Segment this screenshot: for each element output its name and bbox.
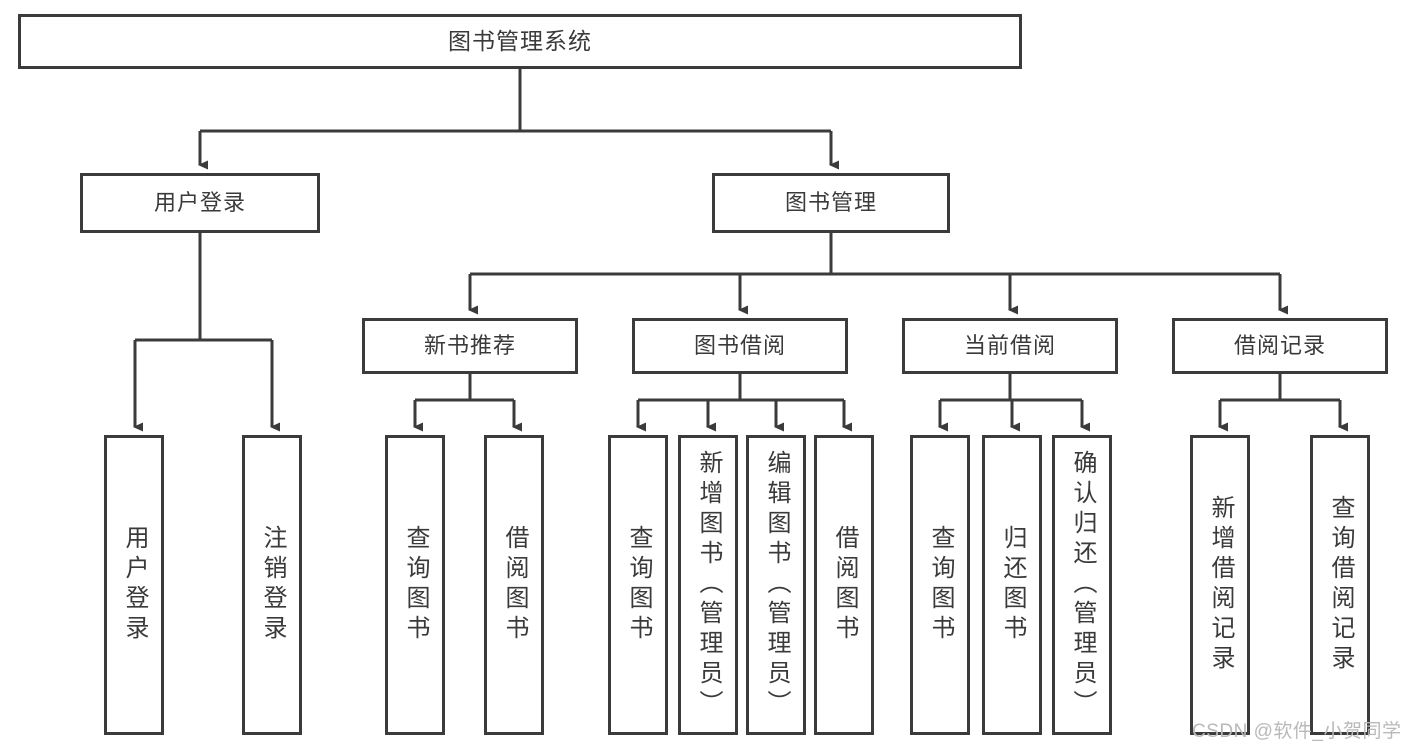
leaf-add-book-admin-label: 新增图书（管理员）	[695, 450, 722, 720]
leaf-query-book-current[interactable]: 查询图书	[910, 435, 970, 735]
node-book-management-label: 图书管理	[784, 189, 877, 215]
leaf-edit-book-admin-label: 编辑图书（管理员）	[763, 450, 790, 720]
leaf-confirm-return-admin-label: 确认归还（管理员）	[1069, 450, 1096, 720]
node-user-login[interactable]: 用户登录	[80, 173, 320, 233]
node-borrow-record[interactable]: 借阅记录	[1172, 318, 1388, 374]
node-book-borrow-label: 图书借阅	[693, 332, 786, 358]
leaf-logout-label: 注销登录	[259, 525, 286, 645]
csdn-watermark: CSDN @软件_小贺同学	[1192, 721, 1402, 742]
node-borrow-record-label: 借阅记录	[1233, 332, 1326, 358]
leaf-return-book-label: 归还图书	[999, 525, 1026, 645]
leaf-borrow-book-label: 借阅图书	[831, 525, 858, 645]
node-current-borrow[interactable]: 当前借阅	[902, 318, 1118, 374]
leaf-query-book-label: 查询图书	[625, 525, 652, 645]
node-book-borrow[interactable]: 图书借阅	[632, 318, 848, 374]
leaf-query-book-recommend[interactable]: 查询图书	[385, 435, 445, 735]
leaf-borrow-book[interactable]: 借阅图书	[814, 435, 874, 735]
node-new-book-recommend[interactable]: 新书推荐	[362, 318, 578, 374]
leaf-borrow-book-recommend-label: 借阅图书	[501, 525, 528, 645]
leaf-add-borrow-record[interactable]: 新增借阅记录	[1190, 435, 1250, 735]
leaf-query-borrow-record[interactable]: 查询借阅记录	[1310, 435, 1370, 735]
node-new-book-recommend-label: 新书推荐	[423, 332, 516, 358]
leaf-borrow-book-recommend[interactable]: 借阅图书	[484, 435, 544, 735]
leaf-return-book[interactable]: 归还图书	[982, 435, 1042, 735]
leaf-logout[interactable]: 注销登录	[242, 435, 302, 735]
leaf-query-book-current-label: 查询图书	[927, 525, 954, 645]
node-user-login-label: 用户登录	[153, 189, 246, 215]
leaf-confirm-return-admin[interactable]: 确认归还（管理员）	[1052, 435, 1112, 735]
leaf-query-book[interactable]: 查询图书	[608, 435, 668, 735]
node-root[interactable]: 图书管理系统	[18, 14, 1022, 69]
node-book-management[interactable]: 图书管理	[712, 173, 950, 233]
node-root-label: 图书管理系统	[448, 27, 592, 54]
node-current-borrow-label: 当前借阅	[963, 332, 1056, 358]
leaf-user-login[interactable]: 用户登录	[104, 435, 164, 735]
leaf-query-borrow-record-label: 查询借阅记录	[1327, 495, 1354, 675]
leaf-add-borrow-record-label: 新增借阅记录	[1207, 495, 1234, 675]
leaf-query-book-recommend-label: 查询图书	[402, 525, 429, 645]
leaf-user-login-label: 用户登录	[121, 525, 148, 645]
leaf-add-book-admin[interactable]: 新增图书（管理员）	[678, 435, 738, 735]
leaf-edit-book-admin[interactable]: 编辑图书（管理员）	[746, 435, 806, 735]
